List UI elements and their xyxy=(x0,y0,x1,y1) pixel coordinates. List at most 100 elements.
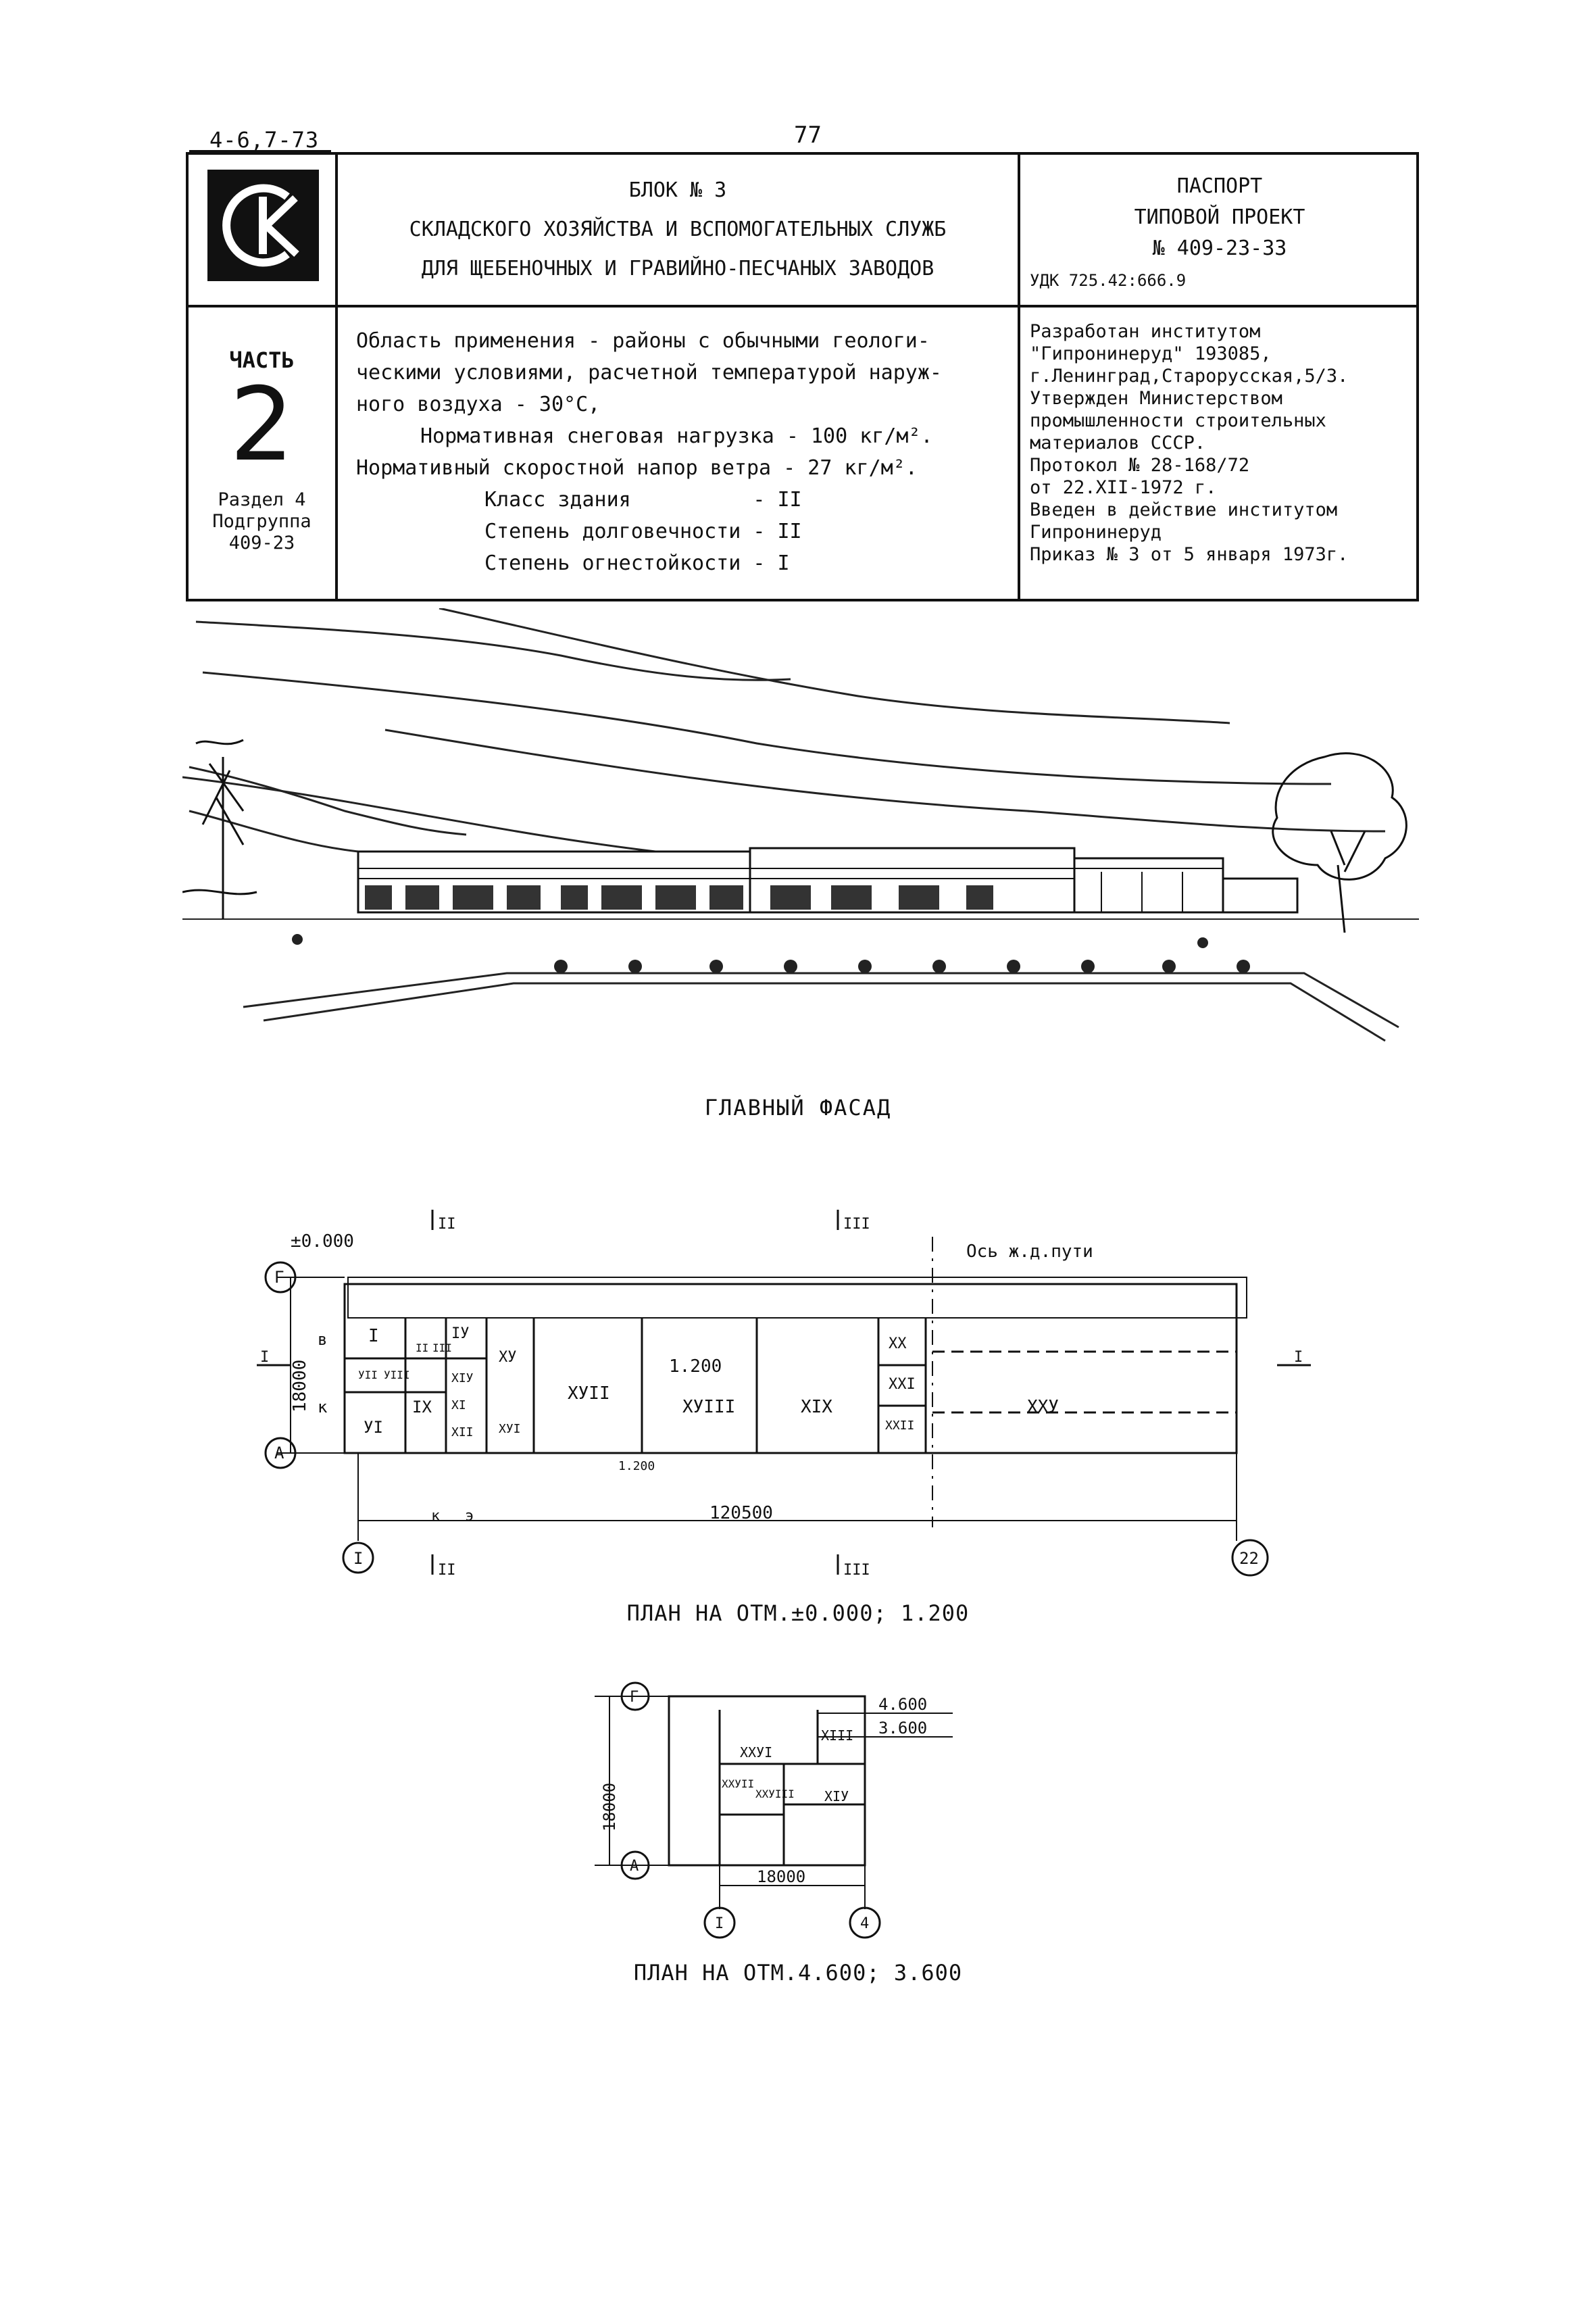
passport-title: ПАСПОРТ ТИПОВОЙ ПРОЕКТ № 409-23-33 xyxy=(1020,171,1419,264)
axis-g: Г xyxy=(274,1268,284,1287)
facade-drawing xyxy=(182,608,1419,1042)
scope-line: ного воздуха - 30°С, xyxy=(356,393,601,416)
room-label: ХIУ xyxy=(451,1371,474,1385)
room-label: ХХI xyxy=(889,1376,916,1393)
scope-line: Степень огнестойкости - I xyxy=(484,551,790,575)
elevation-4600: 4.600 xyxy=(878,1695,927,1714)
udk-code: УДК 725.42:666.9 xyxy=(1030,271,1187,290)
document-code: 4-6,7-73 xyxy=(209,127,320,153)
room-label: IХ xyxy=(412,1398,432,1417)
room-label: ХХ xyxy=(889,1335,907,1352)
scope-line: ческими условиями, расчетной температуро… xyxy=(356,361,942,385)
axis-a: А xyxy=(274,1444,284,1462)
side-mark-v: в xyxy=(318,1330,327,1349)
room-label: ХУI xyxy=(499,1422,521,1436)
section-i-right: I xyxy=(1294,1349,1303,1366)
section-line: 409-23 xyxy=(228,533,295,553)
axis-g: Г xyxy=(630,1689,639,1706)
room-label: IУ xyxy=(451,1325,470,1342)
scope-line: Нормативная снеговая нагрузка - 100 кг/м… xyxy=(420,424,933,448)
axis-4: 4 xyxy=(860,1915,869,1932)
developer-line: от 22.XII-1972 г. xyxy=(1030,477,1217,498)
plan-2-length-dim: 18000 xyxy=(757,1867,805,1886)
developer-line: Протокол № 28-168/72 xyxy=(1030,455,1250,476)
passport-line: ТИПОВОЙ ПРОЕКТ xyxy=(1134,205,1305,229)
plan-length-dim: 120500 xyxy=(709,1503,773,1523)
developer-line: "Гипронинеруд" 193085, xyxy=(1030,343,1272,364)
room-label: III xyxy=(432,1341,452,1354)
plan-1-drawing: ±0.000 Ось ж.д.пути 1.200 1.200 120500 Г… xyxy=(257,1210,1311,1579)
block-title-line: СКЛАДСКОГО ХОЗЯЙСТВА И ВСПОМОГАТЕЛЬНЫХ С… xyxy=(409,218,947,241)
developer-line: Приказ № 3 от 5 января 1973г. xyxy=(1030,544,1349,565)
scope-text: Область применения - районы с обычными г… xyxy=(356,325,1005,579)
axis-22: 22 xyxy=(1239,1549,1259,1568)
scope-line: Степень долговечности - II xyxy=(484,520,802,543)
block-title-line: БЛОК № 3 xyxy=(628,178,727,202)
side-mark-k: к xyxy=(318,1398,328,1417)
room-label: ХХУII xyxy=(722,1777,754,1790)
divider xyxy=(189,305,1416,307)
section-line: Подгруппа xyxy=(212,511,311,532)
axis-1: I xyxy=(715,1915,724,1932)
section-i-left: I xyxy=(260,1349,269,1366)
section-ii-top: II xyxy=(438,1216,456,1233)
developer-info: Разработан институтом "Гипронинеруд" 193… xyxy=(1030,320,1422,566)
divider xyxy=(335,155,338,599)
axis-a: А xyxy=(630,1858,639,1875)
part-number: 2 xyxy=(229,366,295,484)
developer-line: Утвержден Министерством xyxy=(1030,388,1282,409)
plan-2-width-dim: 18000 xyxy=(600,1783,619,1831)
room-label: I xyxy=(368,1326,379,1346)
elevation-zero: ±0.000 xyxy=(291,1231,354,1252)
room-label: ХХII xyxy=(885,1419,914,1433)
room-label: УIII xyxy=(384,1369,410,1381)
room-label: ХIII xyxy=(821,1727,853,1744)
elevation-3600: 3.600 xyxy=(878,1719,927,1738)
room-label: ХУII xyxy=(568,1383,610,1404)
door-mark-e: э xyxy=(465,1508,474,1525)
section-info: Раздел 4 Подгруппа 409-23 xyxy=(189,489,335,554)
plan-2-drawing: 4.600 3.600 18000 18000 Г А I 4 ХIII ХХУ… xyxy=(595,1681,953,1939)
passport-line: № 409-23-33 xyxy=(1152,237,1287,260)
developer-line: материалов СССР. xyxy=(1030,433,1206,453)
developer-line: Разработан институтом xyxy=(1030,321,1261,342)
room-label: УI xyxy=(364,1418,383,1437)
developer-line: Введен в действие институтом xyxy=(1030,499,1338,520)
scope-line: Класс здания - II xyxy=(484,488,802,512)
developer-line: Гипронинеруд xyxy=(1030,522,1162,543)
room-label: ХI xyxy=(451,1398,466,1412)
room-label: ХУIII xyxy=(682,1397,735,1417)
passport-line: ПАСПОРТ xyxy=(1176,174,1263,198)
door-mark-k: к xyxy=(431,1508,440,1525)
room-label: ХХУIII xyxy=(755,1788,795,1800)
sk-logo-icon xyxy=(207,170,319,281)
axis-1: I xyxy=(353,1549,363,1568)
scope-line: Нормативный скоростной напор ветра - 27 … xyxy=(356,456,918,480)
plan-2-caption: ПЛАН НА ОТМ.4.600; 3.600 xyxy=(633,1960,963,1986)
plan-width-dim: 18000 xyxy=(290,1360,310,1412)
elevation-label: 1.200 xyxy=(669,1356,722,1377)
section-line: Раздел 4 xyxy=(218,489,306,510)
divider xyxy=(1018,155,1020,599)
room-label: ХХУI xyxy=(740,1744,772,1761)
part-label: ЧАСТЬ xyxy=(229,347,295,373)
scope-line: Область применения - районы с обычными г… xyxy=(356,329,930,353)
section-ii-bottom: II xyxy=(438,1562,456,1579)
room-label: II xyxy=(416,1341,428,1354)
developer-line: промышленности строительных xyxy=(1030,410,1326,431)
room-label: ХХУ xyxy=(1027,1397,1059,1417)
floor-elevation: 1.200 xyxy=(618,1459,655,1473)
code-underline xyxy=(189,150,331,152)
section-iii-bottom: III xyxy=(843,1562,870,1579)
plan-1-caption: ПЛАН НА ОТМ.±0.000; 1.200 xyxy=(626,1600,970,1626)
developer-line: г.Ленинград,Старорусская,5/3. xyxy=(1030,366,1349,387)
page-number: 77 xyxy=(794,122,822,149)
room-label: ХII xyxy=(451,1425,474,1439)
room-label: УII xyxy=(358,1369,378,1381)
rail-axis-label: Ось ж.д.пути xyxy=(966,1241,1093,1262)
facade-caption: ГЛАВНЫЙ ФАСАД xyxy=(704,1095,892,1121)
room-label: ХIУ xyxy=(824,1788,849,1804)
room-label: ХIХ xyxy=(801,1397,832,1417)
section-iii-top: III xyxy=(843,1216,870,1233)
block-title: БЛОК № 3 СКЛАДСКОГО ХОЗЯЙСТВА И ВСПОМОГА… xyxy=(338,175,1018,285)
